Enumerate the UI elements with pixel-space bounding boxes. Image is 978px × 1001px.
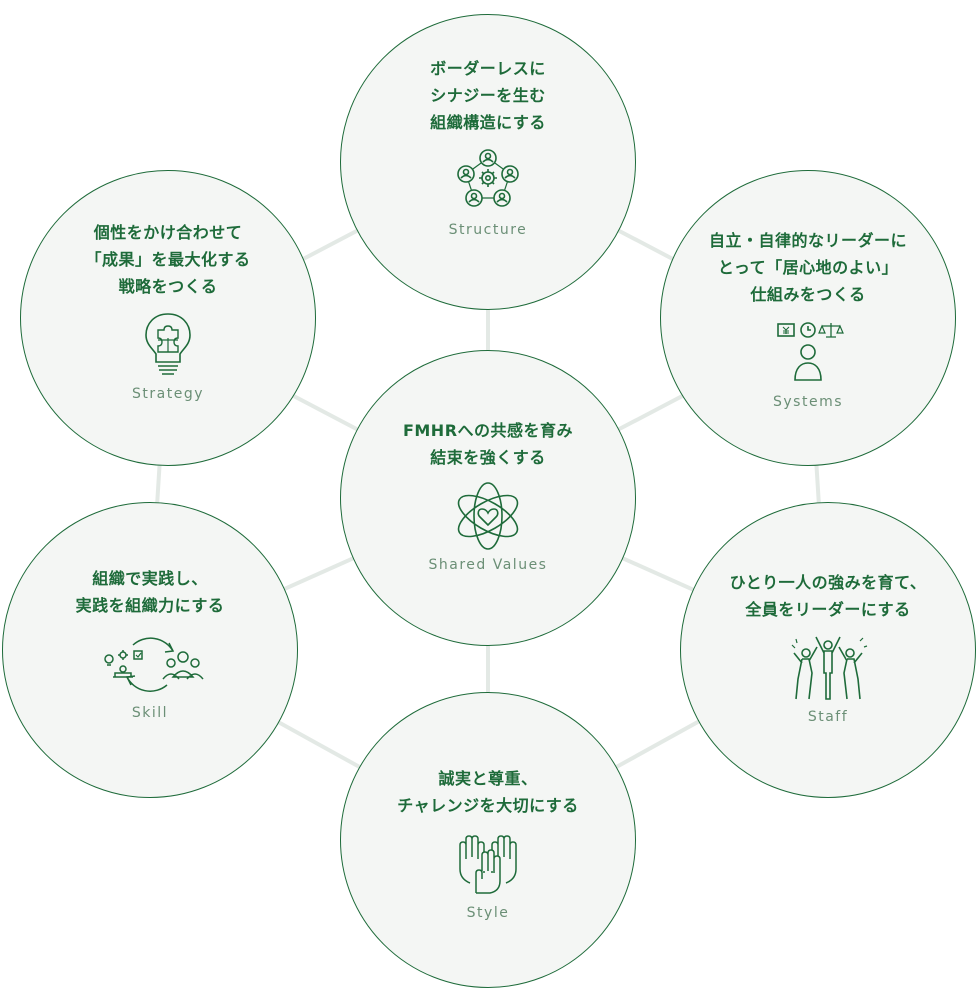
node-label: Strategy <box>132 386 204 402</box>
node-staff: ひとり一人の強みを育て、 全員をリーダーにする Staff <box>680 502 976 798</box>
node-systems: 自立・自律的なリーダーに とって「居心地のよい」 仕組みをつくる Systems <box>660 170 956 466</box>
node-style: 誠実と尊重、 チャレンジを大切にする Style <box>340 692 636 988</box>
node-structure: ボーダーレスに シナジーを生む 組織構造にする Structure <box>340 14 636 310</box>
node-label: Style <box>466 905 510 921</box>
node-title: ボーダーレスに シナジーを生む 組織構造にする <box>430 59 546 132</box>
node-title: ひとり一人の強みを育て、 全員をリーダーにする <box>729 573 927 619</box>
node-title: 組織で実践し、 実践を組織力にする <box>75 569 225 615</box>
node-title: 個性をかけ合わせて 「成果」を最大化する 戦略をつくる <box>85 223 251 296</box>
node-shared-values: FMHRへの共感を育み 結束を強くする Shared Values <box>340 350 636 646</box>
cheering-people-icon <box>788 633 868 703</box>
node-strategy: 個性をかけ合わせて 「成果」を最大化する 戦略をつくる Strategy <box>20 170 316 466</box>
node-title: 誠実と尊重、 チャレンジを大切にする <box>397 769 579 815</box>
lightbulb-puzzle-icon <box>128 310 208 380</box>
node-label: Shared Values <box>428 557 548 573</box>
practice-cycle-icon <box>95 629 205 699</box>
node-label: Staff <box>807 709 849 725</box>
node-title: 自立・自律的なリーダーに とって「居心地のよい」 仕組みをつくる <box>708 231 907 304</box>
node-label: Skill <box>131 705 169 721</box>
atom-heart-icon <box>448 481 528 551</box>
raised-hands-icon <box>448 829 528 899</box>
node-skill: 組織で実践し、 実践を組織力にする Skill <box>2 502 298 798</box>
node-label: Systems <box>773 394 843 410</box>
node-title: FMHRへの共感を育み 結束を強くする <box>402 421 574 467</box>
node-label: Structure <box>448 222 528 238</box>
person-systems-icon <box>768 318 848 388</box>
network-gear-icon <box>448 146 528 216</box>
